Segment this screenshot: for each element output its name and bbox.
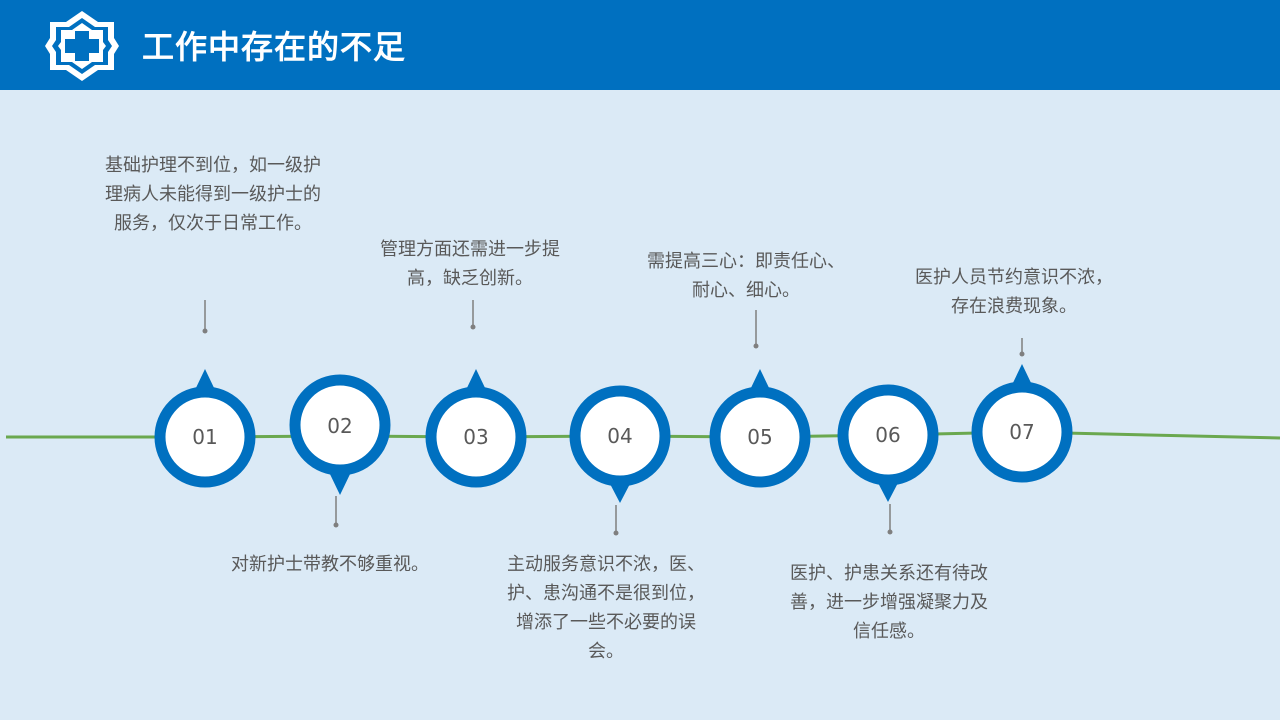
step-node-04: 04: [569, 385, 671, 503]
step-number: 01: [192, 425, 217, 449]
connector-dot: [470, 324, 476, 330]
connector-dot: [1019, 351, 1025, 357]
step-number: 04: [607, 424, 632, 448]
step-node-03: 03: [425, 369, 527, 488]
medical-cross-icon: [45, 11, 119, 81]
step-number: 05: [747, 425, 772, 449]
page-title: 工作中存在的不足: [142, 28, 407, 66]
header-bar: 工作中存在的不足: [0, 0, 1280, 90]
step-text-03: 管理方面还需进一步提高，缺乏创新。: [380, 239, 560, 289]
step-number: 02: [327, 414, 352, 438]
connector-dot: [613, 530, 619, 536]
connector-dot: [887, 529, 893, 535]
connector-dot: [333, 522, 339, 528]
connector-dot: [753, 343, 759, 349]
step-number: 06: [875, 423, 900, 447]
step-text-06: 医护、护患关系还有待改善，进一步增强凝聚力及信任感。: [790, 563, 988, 642]
step-number: 03: [463, 425, 488, 449]
step-node-01: 01: [154, 369, 256, 488]
step-node-05: 05: [709, 369, 811, 488]
step-text-01: 基础护理不到位，如一级护理病人未能得到一级护士的服务，仅次于日常工作。: [105, 155, 321, 234]
step-text-05: 需提高三心：即责任心、耐心、细心。: [647, 251, 845, 301]
step-number: 07: [1009, 420, 1034, 444]
step-text-02: 对新护士带教不够重视。: [231, 554, 429, 575]
step-node-02: 02: [289, 374, 391, 495]
connector-dot: [202, 328, 208, 334]
step-node-07: 07: [971, 364, 1073, 483]
step-text-04: 主动服务意识不浓，医、护、患沟通不是很到位，增添了一些不必要的误会。: [507, 554, 705, 662]
step-text-07: 医护人员节约意识不浓，存在浪费现象。: [915, 267, 1113, 317]
step-node-06: 06: [837, 384, 939, 502]
